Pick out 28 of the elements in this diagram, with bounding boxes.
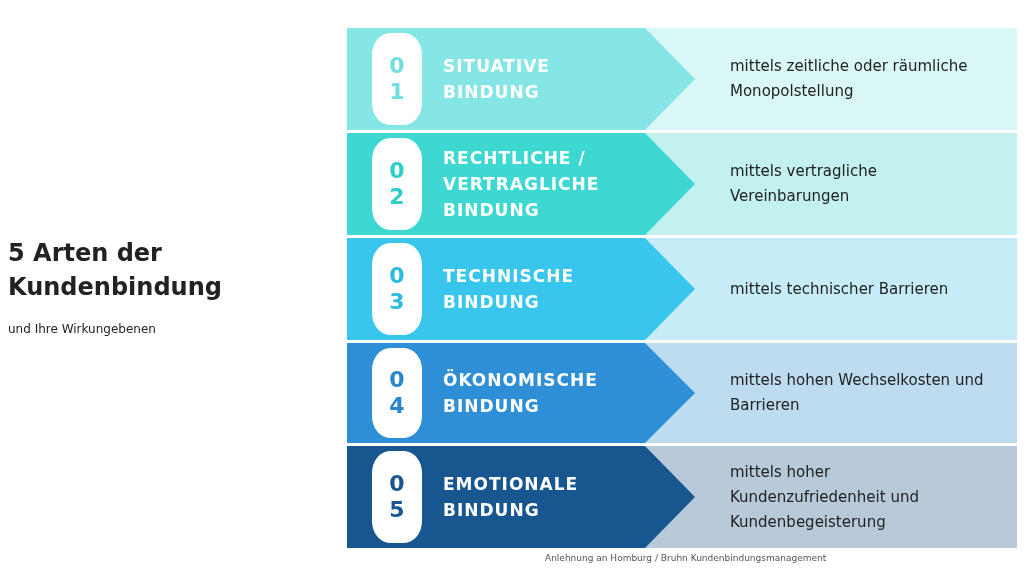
number-badge: 03 bbox=[372, 243, 422, 335]
description-text: mittels hoher Kundenzufriedenheit und Kundenbegeisterung bbox=[730, 461, 920, 533]
number-badge: 04 bbox=[372, 348, 422, 438]
band-title: SITUATIVE BINDUNG bbox=[443, 55, 551, 104]
source-note: Anlehnung an Homburg / Bruhn Kundenbindungsmanagement bbox=[545, 553, 827, 563]
description-panel bbox=[645, 238, 1017, 340]
chevron-band bbox=[347, 28, 695, 130]
description-text: mittels technischer Barrieren bbox=[730, 278, 950, 300]
description-panel bbox=[645, 28, 1017, 130]
chevron-band bbox=[347, 343, 695, 443]
description-text: mittels zeitliche oder räumliche Monopolstellung bbox=[730, 56, 969, 102]
band-title: TECHNISCHE BINDUNG bbox=[443, 265, 576, 314]
title: 5 Arten der Kundenbindung bbox=[8, 238, 223, 303]
subtitle: und Ihre Wirkungebenen bbox=[8, 322, 156, 336]
description-panel bbox=[645, 133, 1017, 235]
description-panel bbox=[645, 343, 1017, 443]
band-title: ÖKONOMISCHE BINDUNG bbox=[443, 368, 599, 418]
number-badge: 05 bbox=[372, 451, 422, 543]
band-title: RECHTLICHE / VERTRAGLICHE BINDUNG bbox=[443, 147, 601, 222]
description-text: mittels hohen Wechselkosten und Barrieren bbox=[730, 370, 985, 416]
chevron-band bbox=[347, 238, 695, 340]
number-badge: 01 bbox=[372, 33, 422, 125]
band-title: EMOTIONALE BINDUNG bbox=[443, 473, 580, 522]
description-panel bbox=[645, 446, 1017, 548]
number-badge: 02 bbox=[372, 138, 422, 230]
chevron-band bbox=[347, 133, 695, 235]
description-text: mittels vertragliche Vereinbarungen bbox=[730, 161, 878, 207]
chevron-band bbox=[347, 446, 695, 548]
